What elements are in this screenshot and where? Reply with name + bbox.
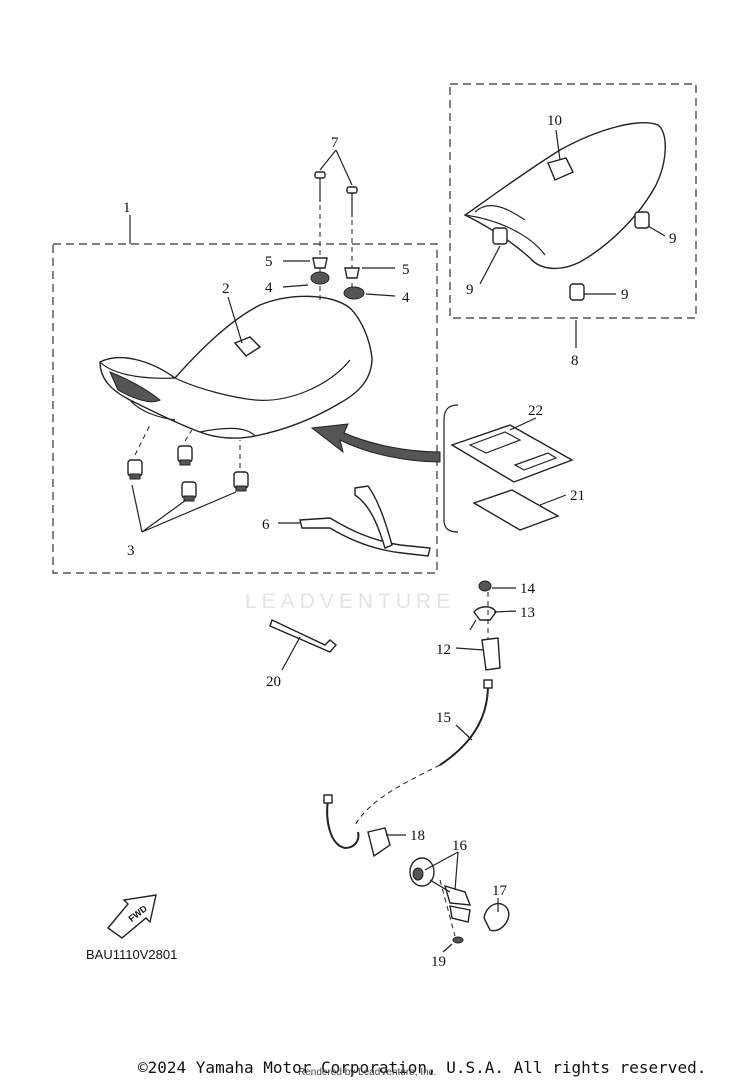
direction-arrow-icon [310,423,441,463]
callout-7: 7 [331,135,339,151]
callout-9a: 9 [669,231,677,247]
callout-15: 15 [436,710,451,726]
leader-15 [455,724,473,741]
leader-7 [319,149,353,186]
callout-8: 8 [571,353,579,369]
leader-4b [365,293,396,297]
callout-4b: 4 [402,290,410,306]
callout-12: 12 [436,642,451,658]
callout-5b: 5 [402,262,410,278]
watermark: LEADVENTURE [245,590,455,613]
leader-9b [479,245,501,285]
callout-9b: 9 [466,282,474,298]
leader-19 [442,943,453,953]
leader-9a [647,225,666,237]
rear-seat[interactable] [463,122,666,301]
seat-bolts[interactable] [314,171,358,300]
leader-16 [424,851,459,891]
callout-6: 6 [262,517,270,533]
callout-1: 1 [123,200,131,216]
hex-wrench[interactable] [269,619,337,653]
seat-bracket[interactable] [299,485,431,557]
leader-12 [455,647,485,651]
leader-13 [493,610,517,613]
callout-13: 13 [520,605,535,621]
grommets[interactable] [310,271,365,300]
rendered-by-notice: Rendered by LeadVenture, Inc. [298,1067,437,1078]
leader-20 [281,636,301,671]
cable-holder[interactable] [367,827,391,858]
seat-damper-set[interactable] [127,424,249,502]
screw[interactable] [439,879,464,944]
bracket-brace [443,404,459,533]
rear-seat-group-box [449,83,697,319]
caution-label[interactable] [472,489,560,531]
callout-18: 18 [410,828,425,844]
callout-3: 3 [127,543,135,559]
callout-4a: 4 [265,280,273,296]
callout-17: 17 [492,883,508,899]
leader-22 [509,417,537,431]
owners-manual[interactable] [450,424,574,483]
leader-3 [131,484,237,533]
seat-lock-cable[interactable] [323,679,493,850]
key-cylinder-set[interactable] [409,857,472,923]
callout-19: 19 [431,954,446,970]
leader-10 [555,129,561,161]
callout-5a: 5 [265,254,273,270]
callout-16: 16 [452,838,468,854]
leader-2 [227,296,243,344]
main-seat[interactable] [99,295,373,439]
fwd-arrow-icon: FWD [106,894,157,939]
callout-14: 14 [520,581,536,597]
callout-22: 22 [528,403,543,419]
callout-21: 21 [570,488,585,504]
callout-2: 2 [222,281,230,297]
leader-4a [282,284,309,288]
callout-10: 10 [547,113,562,129]
callout-20: 20 [266,674,281,690]
callout-9c: 9 [621,287,629,303]
leader-21 [539,494,567,506]
seat-assembly-group-box [52,243,438,574]
seat-lock-hook[interactable] [469,580,501,671]
lock-cover[interactable] [483,902,510,932]
diagram-code: BAU1110V2801 [86,947,177,962]
collars[interactable] [312,257,360,279]
copyright-notice: ©2024 Yamaha Motor Corporation, U.S.A. A… [138,1058,707,1077]
